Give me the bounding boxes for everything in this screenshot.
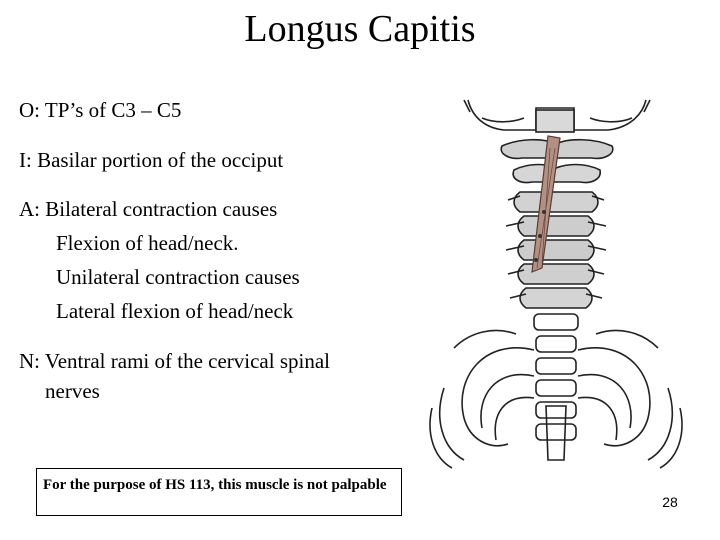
cervical-spine-anatomy-icon bbox=[429, 99, 683, 469]
action-line-3: Unilateral contraction causes bbox=[56, 265, 300, 289]
page-number: 28 bbox=[662, 494, 678, 510]
origin-text: O: TP’s of C3 – C5 bbox=[19, 98, 182, 122]
page-title: Longus Capitis bbox=[244, 8, 476, 50]
nerve-line-1: N: Ventral rami of the cervical spinal bbox=[19, 349, 331, 373]
insertion-text: I: Basilar portion of the occiput bbox=[19, 148, 284, 172]
action-line-4: Lateral flexion of head/neck bbox=[56, 299, 294, 323]
palpation-note: For the purpose of HS 113, this muscle i… bbox=[36, 468, 402, 516]
nerve-line-2: nerves bbox=[45, 379, 100, 403]
action-line-2: Flexion of head/neck. bbox=[56, 231, 239, 255]
action-line-1: A: Bilateral contraction causes bbox=[19, 197, 278, 221]
